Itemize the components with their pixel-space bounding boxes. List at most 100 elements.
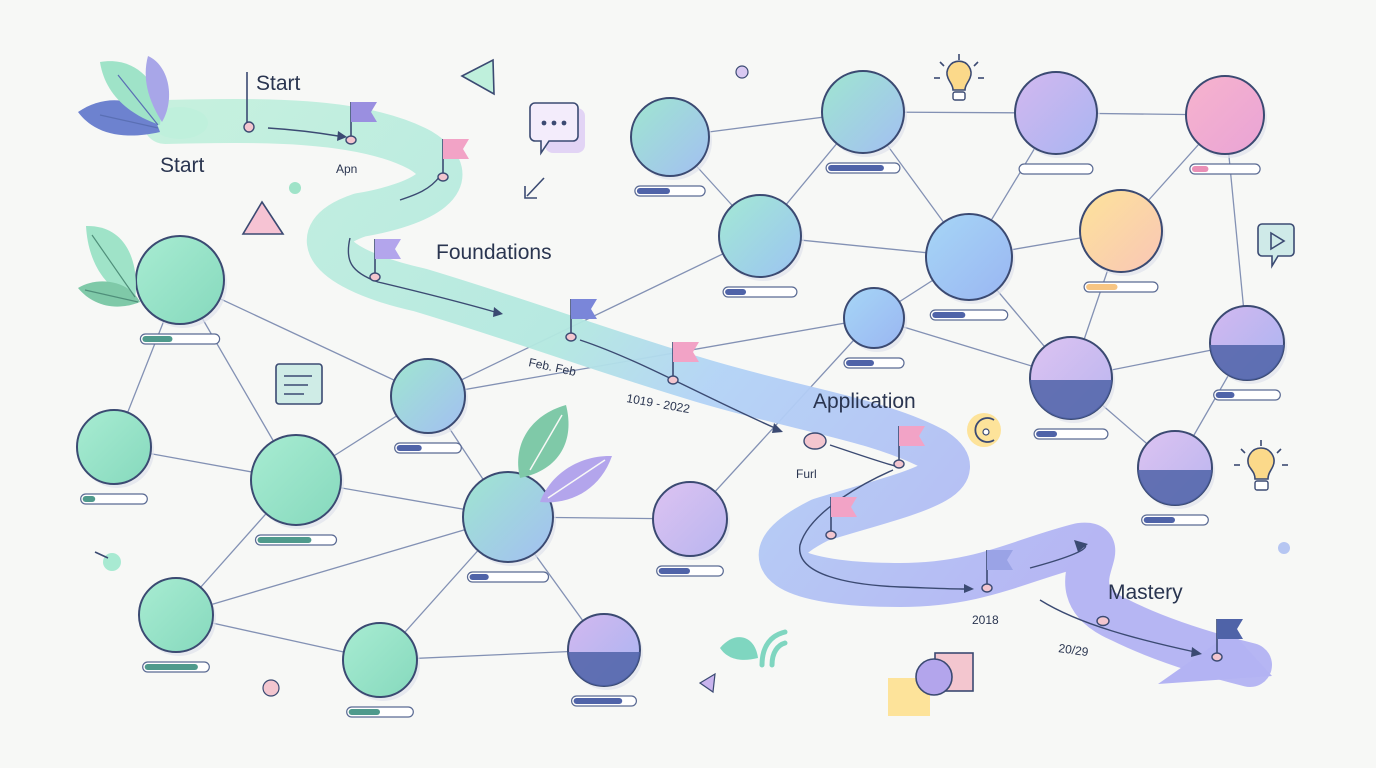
stage-labels: Start Start Foundations Application Mast…: [160, 72, 1183, 604]
progress-fill: [846, 360, 874, 366]
chat-bubble-icon: [529, 102, 585, 156]
foundations-label: Foundations: [436, 241, 552, 264]
node-circle: [390, 358, 466, 434]
milestone-flag[interactable]: [369, 239, 401, 282]
waypoint-dot: [981, 583, 993, 593]
node-circle: [250, 434, 342, 526]
dot-shape: [103, 553, 121, 571]
progress-fill: [828, 165, 884, 171]
node-circle: [821, 70, 905, 154]
progress-fill: [469, 574, 489, 580]
waypoint-dot: [345, 135, 357, 145]
mastery-label: Mastery: [1108, 581, 1183, 604]
node-circle: [630, 97, 710, 177]
milestone-flag[interactable]: [825, 497, 857, 540]
progress-fill: [142, 336, 173, 342]
network-node[interactable]: [342, 622, 420, 718]
milestone-flag[interactable]: [981, 550, 1013, 593]
node-circle: [718, 194, 802, 278]
waypoint-dot: [893, 459, 905, 469]
network-node[interactable]: [630, 97, 712, 197]
node-circle: [135, 235, 225, 325]
triangle-shape: [460, 58, 495, 96]
flag-icon: [673, 342, 699, 362]
progress-track: [1018, 163, 1094, 175]
flag-icon: [375, 239, 401, 259]
refresh-icon: [967, 413, 1001, 447]
network-node[interactable]: [138, 577, 216, 673]
flag-icon: [571, 299, 597, 319]
start-sign-label: Start: [256, 72, 301, 95]
node-circle: [1014, 71, 1098, 155]
start-label: Start: [160, 154, 205, 177]
path-guide-arrows: [267, 127, 1202, 657]
progress-fill: [396, 445, 422, 451]
waypoint-dot: [667, 375, 679, 385]
shapes-icon: [888, 652, 974, 716]
dot-shape: [289, 182, 301, 194]
network-node[interactable]: [843, 287, 907, 369]
milestone-flag[interactable]: [893, 426, 925, 469]
milestone-flag[interactable]: [667, 342, 699, 385]
document-icon: [275, 363, 323, 405]
network-node[interactable]: [821, 70, 907, 174]
flag-icon: [831, 497, 857, 517]
network-node[interactable]: [1185, 75, 1267, 175]
network-node[interactable]: [76, 409, 154, 505]
network-node[interactable]: [462, 471, 556, 583]
progress-fill: [932, 312, 966, 318]
progress-fill: [1086, 284, 1118, 290]
network-node[interactable]: [390, 358, 468, 454]
node-circle: [76, 409, 152, 485]
decorations: [78, 54, 1295, 716]
network-node[interactable]: [1137, 430, 1215, 526]
triangle-shape: [698, 672, 716, 694]
milestone-flag[interactable]: [437, 139, 469, 182]
progress-fill: [82, 496, 96, 502]
milestone-flag[interactable]: [1211, 619, 1243, 662]
network-node[interactable]: [652, 481, 730, 577]
network-node[interactable]: [925, 213, 1015, 321]
network-node[interactable]: [1014, 71, 1100, 175]
waypoint-dot: [825, 530, 837, 540]
progress-fill: [636, 188, 670, 194]
waypoint-dot: [437, 172, 449, 182]
waypoint-dot: [1211, 652, 1223, 662]
progress-track: [466, 571, 550, 583]
waypoint-dot: [565, 332, 577, 342]
date-label-5: 2018: [972, 613, 999, 627]
progress-track: [80, 493, 148, 505]
date-label-1: Apn: [336, 162, 357, 176]
dot-shape: [735, 65, 749, 79]
network-node[interactable]: [135, 235, 227, 345]
network-node[interactable]: [1079, 189, 1165, 293]
network-nodes: [76, 70, 1287, 718]
flag-icon: [351, 102, 377, 122]
lightbulb-icon: [1234, 440, 1288, 491]
dot-shape: [1278, 542, 1290, 554]
date-label-6: 20/29: [1058, 641, 1090, 659]
progress-fill: [257, 537, 312, 543]
milestone-flag[interactable]: [565, 299, 597, 342]
network-node[interactable]: [718, 194, 804, 298]
arrow-icon: [524, 177, 545, 199]
waypoint-dot: [369, 272, 381, 282]
triangle-shape: [241, 200, 285, 235]
lightbulb-icon: [934, 54, 984, 101]
flag-icon: [899, 426, 925, 446]
network-edge: [175, 516, 509, 616]
network-node[interactable]: [1209, 305, 1287, 401]
progress-fill: [1215, 392, 1235, 398]
network-node[interactable]: [250, 434, 344, 546]
milestone-flag[interactable]: [345, 102, 377, 145]
start-waypoint: [243, 121, 255, 133]
flag-icon: [1217, 619, 1243, 639]
network-node[interactable]: [567, 613, 643, 707]
progress-fill: [658, 568, 690, 574]
node-circle: [1185, 75, 1265, 155]
progress-fill: [144, 664, 198, 670]
progress-fill: [725, 289, 747, 295]
network-node[interactable]: [1029, 336, 1115, 440]
flag-icon: [443, 139, 469, 159]
